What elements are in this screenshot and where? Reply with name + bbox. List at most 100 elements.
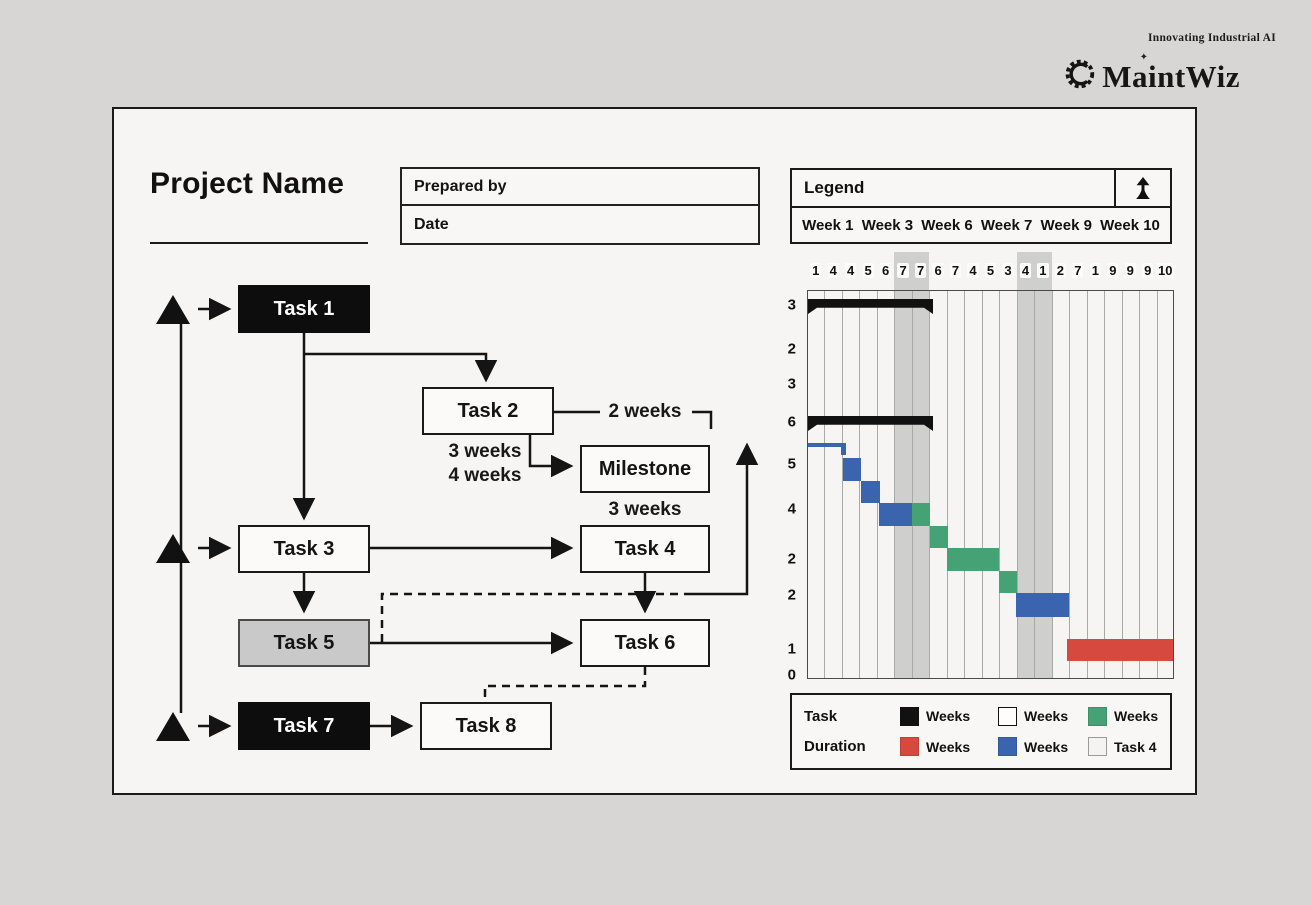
gantt-grid-line-19 [808,291,1158,678]
gantt-row-label-0: 3 [787,296,796,314]
gantt-grid-line-6 [808,291,931,678]
logo-sparkles-icon: ✦ [1139,52,1148,63]
bar-blue-1 [843,458,861,481]
gear-icon [1065,59,1095,89]
gantt-grid-line-9 [808,291,983,678]
logo-wordmark: MaintWiz [1102,58,1240,94]
bar-blue-3 [879,503,914,526]
annotation-3weeks-b: 3 weeks [608,499,682,520]
legend-swatch-2 [1088,706,1107,726]
legend-week-label-5: Week 10 [1100,216,1160,234]
gantt-grid-line-7 [808,291,948,678]
legend-swatch-label-4: Weeks [1024,738,1069,755]
legend-week-label-4: Week 9 [1040,216,1092,234]
annotation-2weeks: 2 weeks [608,401,682,422]
legend-item-3: Weeks [900,737,998,757]
bottom-legend-task-label: Task [804,707,838,725]
connector-task2-milestone [528,435,574,478]
gantt-row-label-3: 6 [787,413,796,431]
legend-swatch-label-2: Weeks [1114,708,1159,725]
gantt-col-number-12: 4 [1019,262,1032,278]
milestone-box: Milestone [580,445,710,493]
gantt-grid-line-12 [808,291,1036,678]
project-name-underline [150,242,368,244]
sort-up-arrow-icon [1136,177,1150,199]
gantt-row-label-4: 5 [787,455,796,473]
gantt-grid-line-15 [808,291,1088,678]
project-plan-panel: Project Name Prepared by Date Legend Wee… [112,107,1197,795]
gantt-col-number-14: 2 [1054,262,1066,278]
legend-swatch-label-5: Task 4 [1114,738,1157,755]
task6-box: Task 6 [580,619,710,667]
gantt-col-number-0: 1 [810,262,822,278]
legend-icon-cell [1114,170,1170,206]
gantt-row-label-2: 3 [787,375,796,393]
gantt-col-number-2: 4 [845,262,857,278]
gantt-col-number-9: 4 [967,262,979,278]
gantt-grid-line-8 [808,291,966,678]
prepared-by-box: Prepared by Date [400,167,760,245]
bar-blue-2 [861,481,880,503]
phase-triangle-3 [156,712,190,741]
legend-title: Legend [804,178,865,197]
gantt-grid-line-18 [808,291,1141,678]
phase-triangle-1 [156,295,190,324]
legend-swatch-4 [998,737,1017,757]
gantt-grid-line-5 [808,291,913,678]
bar-green-2 [930,526,948,548]
gantt-grid-line-10 [808,291,1001,678]
legend-swatch-1 [998,706,1017,726]
connector-task1-task2 [304,352,498,383]
gantt-grid-line-4 [808,291,896,678]
legend-swatch-label-0: Weeks [926,708,971,725]
gantt-col-number-8: 7 [949,262,962,278]
gantt-col-number-10: 5 [984,262,997,278]
gantt-grid-line-17 [808,291,1123,678]
gantt-grid-line-0 [808,291,826,678]
gantt-col-number-15: 7 [1072,262,1084,278]
gantt-col-number-1: 4 [827,262,839,278]
legend-week-label-0: Week 1 [802,216,854,234]
gantt-grid [807,290,1174,679]
task5-box: Task 5 [238,619,370,667]
bottom-legend-box: Task Weeks Weeks Weeks Duration Weeks We… [790,693,1172,770]
gantt-col-number-16: 1 [1089,262,1101,278]
gantt-col-number-19: 9 [1142,262,1154,278]
progress-hook [841,447,846,455]
legend-item-4: Weeks [998,737,1088,757]
logo-tagline: Innovating Industrial AI [1148,32,1276,44]
gantt-row-label-5: 4 [787,500,796,518]
legend-week-label-1: Week 3 [861,216,914,234]
legend-swatch-3 [900,737,919,757]
legend-swatch-5 [1088,737,1107,757]
gantt-shaded-band-0 [894,252,930,679]
bar-red-1 [1067,639,1173,661]
legend-item-0: Weeks [900,706,998,726]
task3-box: Task 3 [238,525,370,573]
annotation-4weeks: 4 weeks [448,465,522,486]
gantt-col-number-7: 6 [932,262,944,278]
date-field: Date [414,215,449,233]
gantt-grid-line-1 [808,291,843,678]
gantt-row-label-7: 2 [787,586,796,604]
gantt-grid-line-11 [808,291,1018,678]
legend-week-label-3: Week 7 [980,216,1033,234]
gantt-col-number-3: 5 [862,262,874,278]
gantt-grid-line-14 [808,291,1071,678]
connector-dashed-task6-task8 [483,667,647,700]
gantt-col-number-20: 10 [1156,262,1175,278]
task7-box: Task 7 [238,702,370,750]
task8-box: Task 8 [420,702,552,750]
gantt-col-number-17: 9 [1107,262,1119,278]
annotation-3weeks-a: 3 weeks [448,441,522,462]
prepared-by-field: Prepared by [402,169,758,206]
bar-green-1 [912,503,930,526]
project-name-title: Project Name [150,167,345,200]
phase-triangle-2 [156,534,190,563]
task1-box: Task 1 [238,285,370,333]
